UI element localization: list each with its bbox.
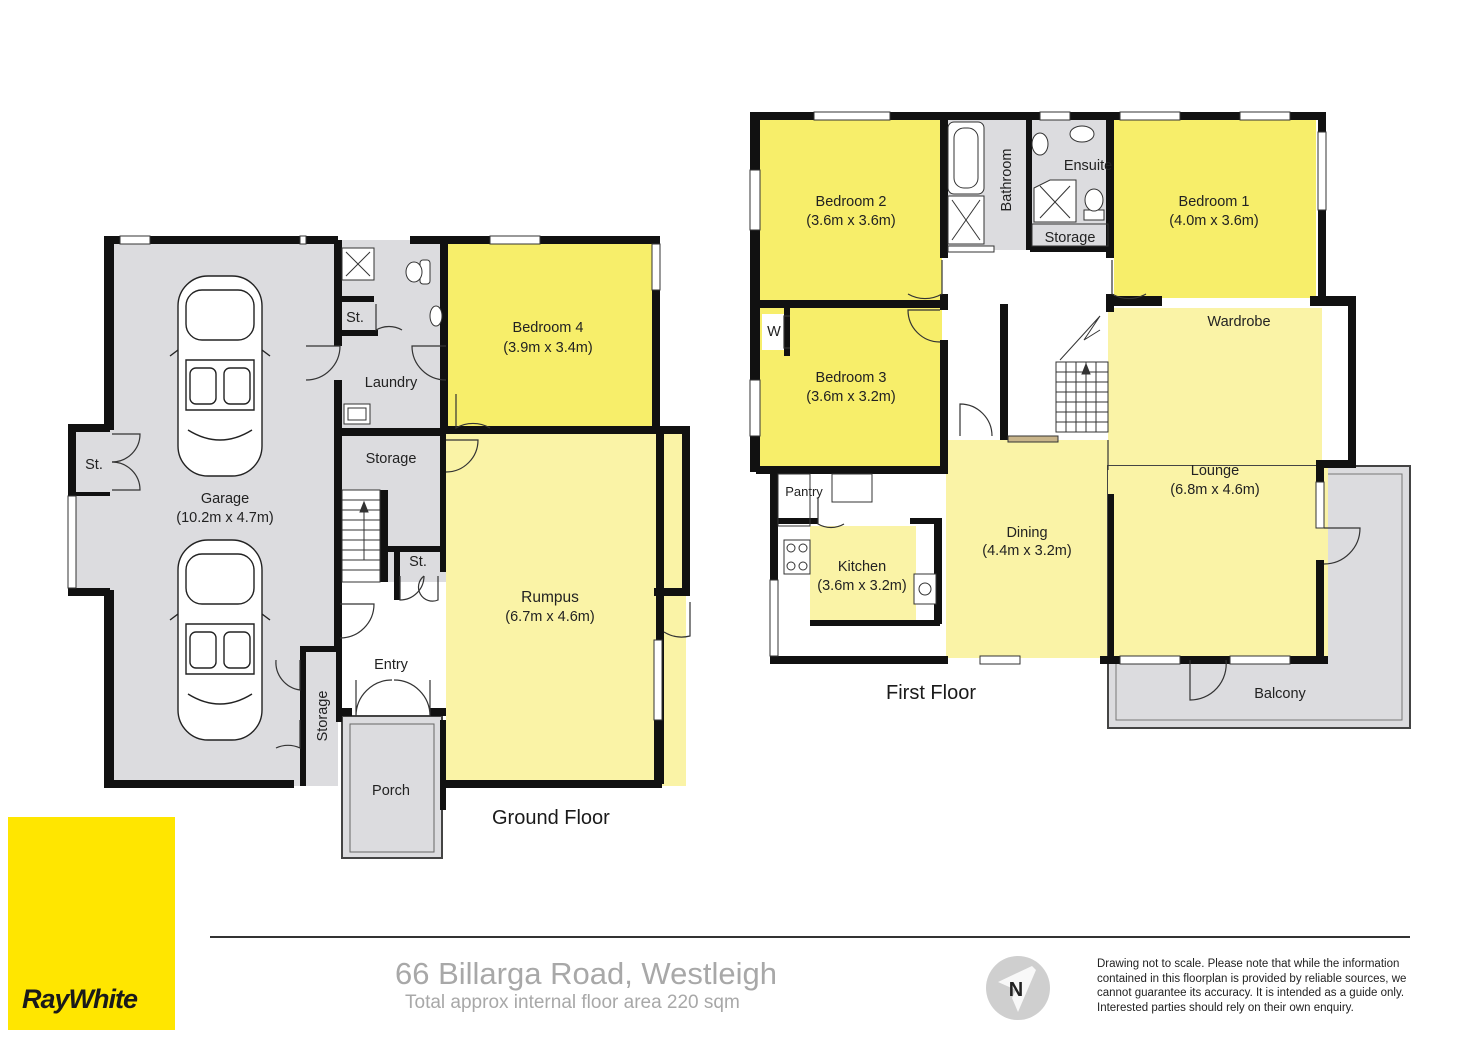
- disclaimer-line: contained in this floorplan is provided …: [1097, 972, 1407, 985]
- bedroom4-area: [446, 244, 658, 430]
- raywhite-logo: [8, 817, 175, 1030]
- bedroom3-dims: (3.6m x 3.2m): [806, 389, 895, 405]
- storage-name: Storage: [1045, 230, 1096, 246]
- bathroom-basin-icon: [1031, 132, 1049, 156]
- balcony-name: Balcony: [1254, 686, 1306, 702]
- garage-car-icon: [169, 275, 271, 477]
- garage-dims: (10.2m x 4.7m): [176, 510, 274, 526]
- bedroom1-dims: (4.0m x 3.6m): [1169, 213, 1258, 229]
- kitchen-dims: (3.6m x 3.2m): [817, 578, 906, 594]
- dining-dims: (4.4m x 3.2m): [982, 543, 1071, 559]
- w-name: W: [767, 324, 781, 340]
- bedroom2-name: Bedroom 2: [816, 194, 887, 210]
- property-address: 66 Billarga Road, Westleigh: [395, 956, 777, 991]
- laundry-basin-icon: [429, 305, 443, 327]
- porch-area: [341, 715, 443, 859]
- lounge-dims: (6.8m x 4.6m): [1170, 482, 1259, 498]
- disclaimer-line: Drawing not to scale. Please note that w…: [1097, 958, 1400, 970]
- st-laundry-name: St.: [346, 310, 364, 326]
- bedroom2-dims: (3.6m x 3.6m): [806, 213, 895, 229]
- disclaimer-line: cannot guarantee its accuracy. It is int…: [1097, 987, 1405, 999]
- garage-car-icon: [169, 539, 271, 741]
- rumpus-name: Rumpus: [521, 589, 579, 606]
- garage-name: Garage: [201, 491, 249, 507]
- wardrobe-name: Wardrobe: [1207, 314, 1270, 330]
- footer-divider: [210, 936, 1410, 938]
- bedroom2-area: [760, 120, 942, 302]
- garage-storage-area: [72, 430, 112, 590]
- lounge-name: Lounge: [1191, 463, 1239, 479]
- st-garage-name: St.: [85, 457, 103, 473]
- raywhite-logo-text: RayWhite: [22, 984, 138, 1014]
- first-floor: Bedroom 2 (3.6m x 3.6m) Bedroom 1 (4.0m …: [749, 111, 1411, 729]
- rumpus-area: [446, 430, 686, 786]
- st-entry-name: St.: [409, 554, 427, 570]
- bedroom3-area: [760, 308, 942, 468]
- ensuite-basin-icon: [1069, 125, 1095, 143]
- bedroom3-name: Bedroom 3: [816, 370, 887, 386]
- kitchen-area: [810, 526, 916, 624]
- first-floor-caption: First Floor: [886, 682, 976, 704]
- bathroom-name: Bathroom: [999, 149, 1015, 212]
- bedroom4-dims: (3.9m x 3.4m): [503, 340, 592, 356]
- north-arrow-icon: N: [986, 956, 1050, 1020]
- storage-garage-name: Storage: [315, 691, 331, 742]
- bedroom1-name: Bedroom 1: [1179, 194, 1250, 210]
- ground-floor-caption: Ground Floor: [492, 807, 610, 829]
- disclaimer-line: Interested parties should rely on their …: [1097, 1001, 1354, 1014]
- porch-name: Porch: [372, 783, 410, 799]
- ground-stairs: [341, 489, 381, 583]
- first-stairs: [1007, 315, 1109, 443]
- bedroom1-area: [1114, 120, 1316, 298]
- rumpus-dims: (6.7m x 4.6m): [505, 609, 594, 625]
- bedroom4-name: Bedroom 4: [513, 320, 584, 336]
- floor-area-note: Total approx internal floor area 220 sqm: [405, 992, 740, 1013]
- ground-floor: Garage (10.2m x 4.7m) Bedroom 4 (3.9m x …: [67, 235, 691, 859]
- pantry-name: Pantry: [785, 484, 823, 499]
- dining-name: Dining: [1006, 525, 1047, 541]
- dining-area: [946, 440, 1108, 658]
- kitchen-name: Kitchen: [838, 559, 886, 575]
- storage-hall-name: Storage: [366, 451, 417, 467]
- disclaimer: Drawing not to scale. Please note that w…: [1097, 957, 1427, 1015]
- ensuite-name: Ensuite: [1064, 158, 1112, 174]
- compass-letter: N: [1009, 979, 1023, 1001]
- laundry-name: Laundry: [365, 375, 418, 391]
- entry-name: Entry: [374, 657, 409, 673]
